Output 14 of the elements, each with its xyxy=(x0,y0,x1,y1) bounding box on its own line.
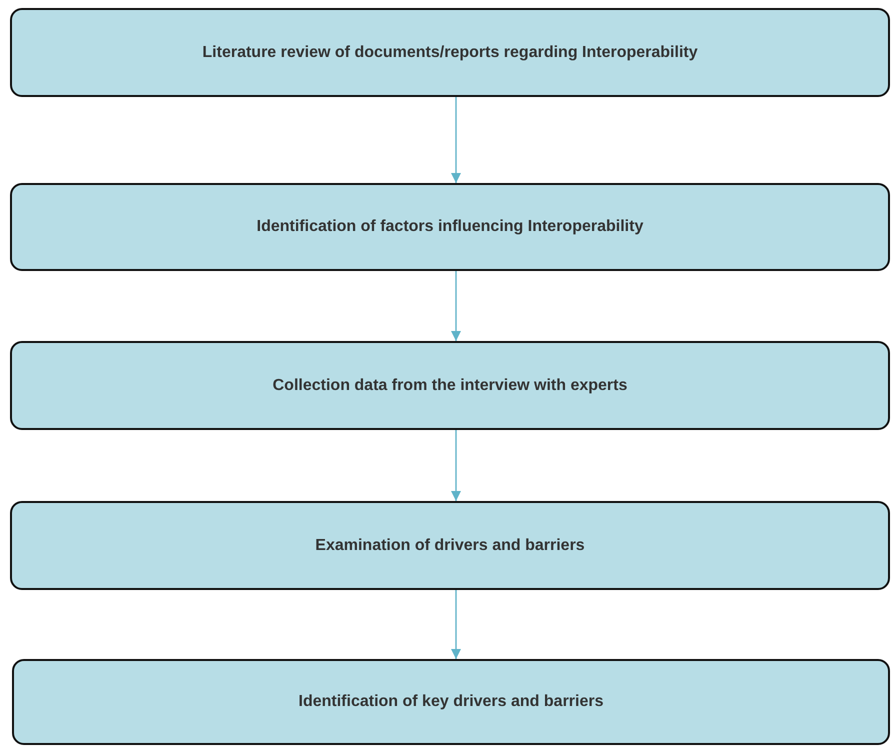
process-box xyxy=(10,501,890,590)
arrow xyxy=(451,430,461,501)
process-box xyxy=(12,659,890,745)
step-text: Literature review of documents/reports regarding Interoperability xyxy=(202,44,698,62)
step-text: Collection data from the interview with experts xyxy=(272,376,628,394)
arrow xyxy=(451,590,461,659)
process-box xyxy=(10,341,890,430)
process-box xyxy=(10,183,890,271)
step-text: Identification of key drivers and barriers xyxy=(298,693,604,711)
step-text: Examination of drivers and barriers xyxy=(315,536,585,554)
arrow xyxy=(451,97,461,183)
step-text: Identification of factors influencing Interoperability xyxy=(256,218,644,236)
arrow xyxy=(451,271,461,341)
process-box xyxy=(10,8,890,97)
